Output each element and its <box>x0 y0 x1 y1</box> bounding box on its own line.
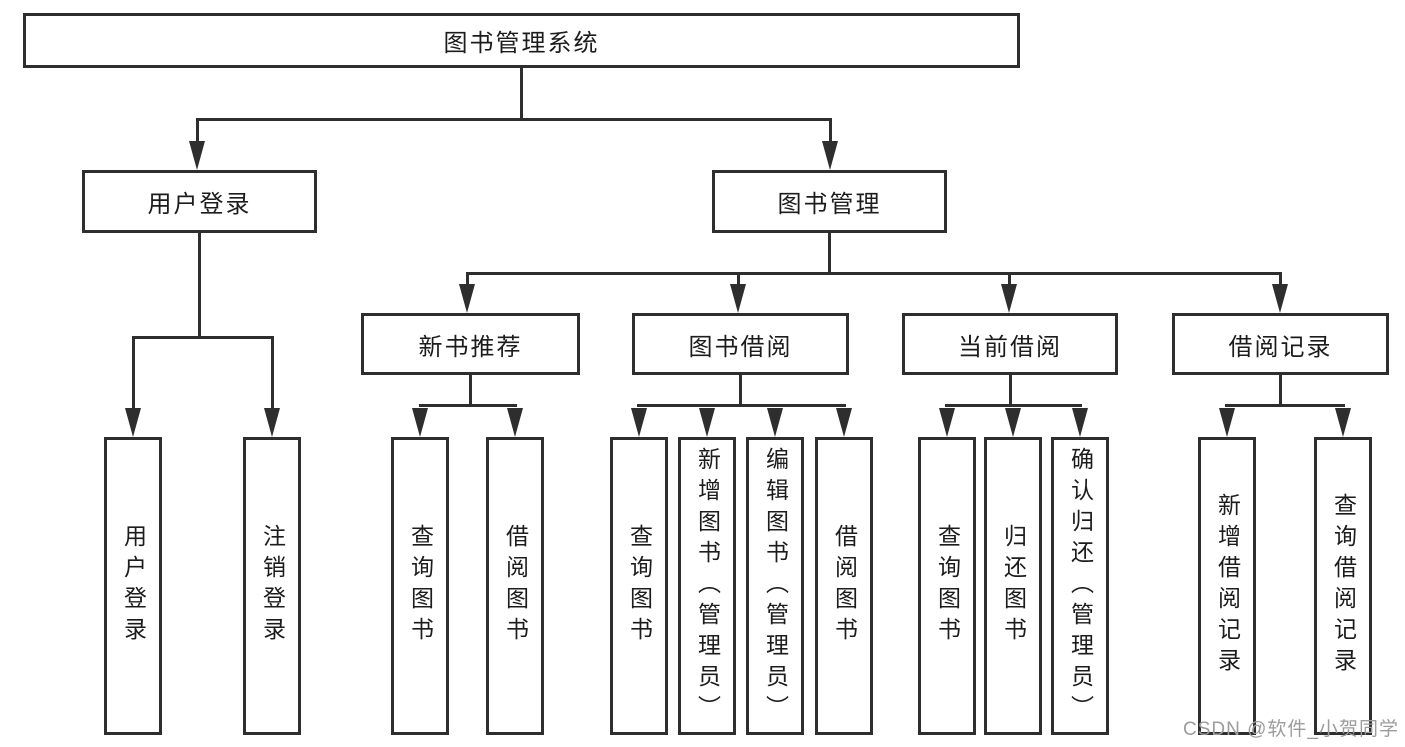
connector-borrow-stem <box>739 375 742 406</box>
leaf-query-borrow-record: 查询借阅记录 <box>1314 437 1372 735</box>
node-label: 借阅记录 <box>1228 333 1333 361</box>
csdn-watermark: CSDN @软件_小贺同学 <box>1183 719 1399 740</box>
leaf-label: 确认归还（管理员） <box>1067 446 1094 726</box>
arrowhead-down-icon <box>767 408 783 437</box>
connector-user-login-bar <box>132 336 274 339</box>
arrowhead-down-icon <box>264 408 280 437</box>
arrowhead-down-icon <box>189 141 205 170</box>
leaf-label: 归还图书 <box>1000 524 1027 648</box>
leaf-label: 借阅图书 <box>502 524 529 648</box>
arrowhead-down-icon <box>836 408 852 437</box>
arrowhead-down-icon <box>631 408 647 437</box>
leaf-label: 新增借阅记录 <box>1214 493 1241 679</box>
leaf-query-books-recommend: 查询图书 <box>391 437 449 735</box>
node-book-management: 图书管理 <box>712 170 947 233</box>
leaf-confirm-return-admin: 确认归还（管理员） <box>1051 437 1109 735</box>
node-label: 图书借阅 <box>688 333 793 361</box>
connector-current-stem <box>1009 375 1012 406</box>
leaf-borrow-books: 借阅图书 <box>815 437 873 735</box>
arrowhead-down-icon <box>730 284 746 313</box>
arrowhead-down-icon <box>939 408 955 437</box>
leaf-label: 查询图书 <box>934 524 961 648</box>
leaf-logout: 注销登录 <box>243 437 301 735</box>
leaf-label: 编辑图书（管理员） <box>762 446 789 726</box>
connector-level3-drop <box>737 272 740 285</box>
leaf-return-book: 归还图书 <box>984 437 1042 735</box>
node-label: 图书管理系统 <box>443 30 600 57</box>
arrowhead-down-icon <box>507 408 523 437</box>
leaf-user-login: 用户登录 <box>104 437 162 735</box>
node-label: 新书推荐 <box>418 333 523 361</box>
connector-recommend-bar <box>419 404 517 407</box>
connector-user-login-drop <box>196 118 199 144</box>
leaf-add-borrow-record: 新增借阅记录 <box>1198 437 1256 735</box>
arrowhead-down-icon <box>1001 284 1017 313</box>
arrowhead-down-icon <box>1219 408 1235 437</box>
connector-record-stem <box>1279 375 1282 406</box>
leaf-label: 查询图书 <box>626 524 653 648</box>
leaf-label: 查询图书 <box>407 524 434 648</box>
connector-book-mgmt-stem <box>828 233 831 274</box>
node-user-login: 用户登录 <box>82 170 317 233</box>
connector-record-bar <box>1225 404 1345 407</box>
arrowhead-down-icon <box>822 141 838 170</box>
leaf-label: 借阅图书 <box>831 524 858 648</box>
arrowhead-down-icon <box>699 408 715 437</box>
connector-level3-bar <box>466 272 1282 275</box>
arrowhead-down-icon <box>1335 408 1351 437</box>
connector-borrow-bar <box>637 404 846 407</box>
leaf-edit-book-admin: 编辑图书（管理员） <box>746 437 804 735</box>
arrowhead-down-icon <box>459 284 475 313</box>
connector-leaf-drop <box>271 336 274 410</box>
connector-leaf-drop <box>132 336 135 410</box>
node-label: 图书管理 <box>777 191 882 218</box>
leaf-label: 新增图书（管理员） <box>694 446 721 726</box>
leaf-add-book-admin: 新增图书（管理员） <box>678 437 736 735</box>
leaf-label: 注销登录 <box>259 524 286 648</box>
connector-level3-drop <box>466 272 469 285</box>
connector-root-stem <box>520 68 523 120</box>
node-new-book-recommend: 新书推荐 <box>361 313 580 375</box>
node-root-library-system: 图书管理系统 <box>23 13 1020 68</box>
leaf-label: 用户登录 <box>120 524 147 648</box>
node-borrow-record: 借阅记录 <box>1172 313 1389 375</box>
node-label: 当前借阅 <box>958 333 1062 361</box>
node-book-borrow: 图书借阅 <box>632 313 849 375</box>
arrowhead-down-icon <box>412 408 428 437</box>
arrowhead-down-icon <box>1072 408 1088 437</box>
node-label: 用户登录 <box>147 191 252 218</box>
connector-level3-drop <box>1008 272 1011 285</box>
leaf-query-books-borrow: 查询图书 <box>610 437 668 735</box>
leaf-borrow-books-recommend: 借阅图书 <box>486 437 544 735</box>
arrowhead-down-icon <box>1005 408 1021 437</box>
leaf-query-books-current: 查询图书 <box>918 437 976 735</box>
arrowhead-down-icon <box>125 408 141 437</box>
connector-level3-drop <box>1279 272 1282 285</box>
connector-recommend-stem <box>469 375 472 406</box>
connector-user-login-stem <box>198 233 201 338</box>
connector-book-mgmt-drop <box>829 118 832 144</box>
connector-level2-bar <box>196 118 832 121</box>
node-current-borrow: 当前借阅 <box>902 313 1118 375</box>
leaf-label: 查询借阅记录 <box>1330 493 1357 679</box>
arrowhead-down-icon <box>1272 284 1288 313</box>
connector-current-bar <box>945 404 1082 407</box>
